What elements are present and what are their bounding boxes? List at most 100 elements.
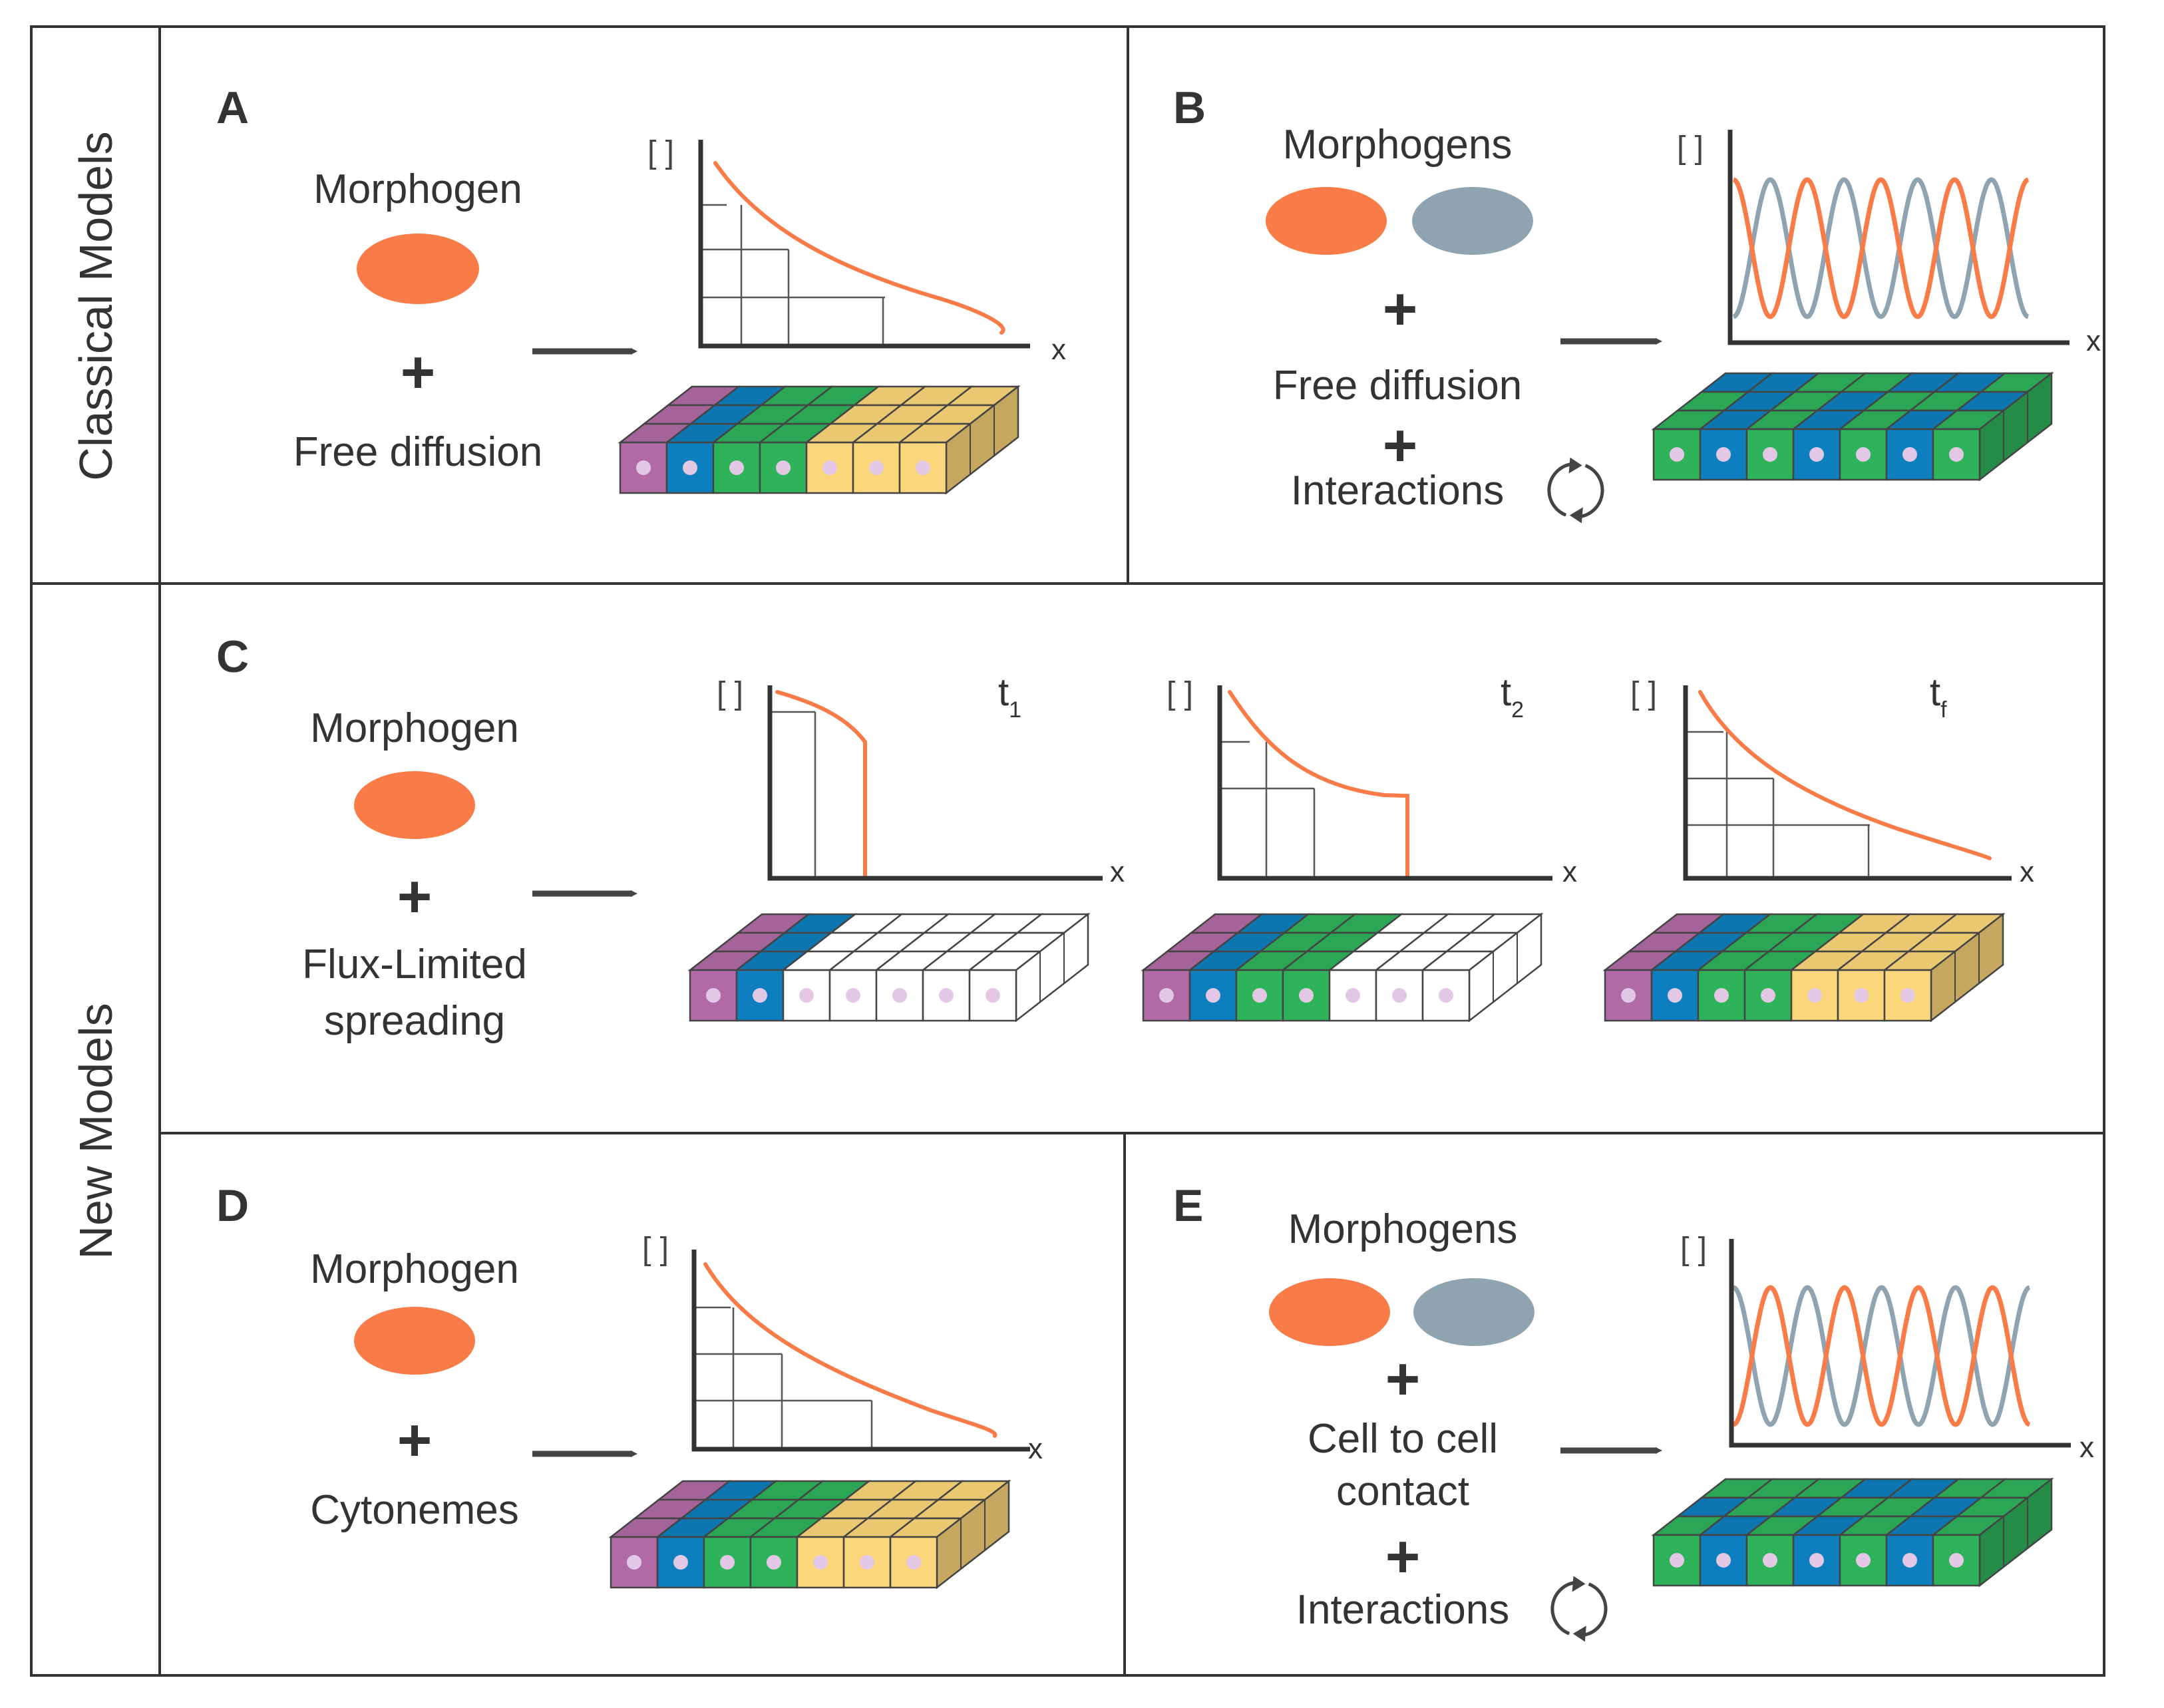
morphogen-orange-ellipse [1266, 187, 1387, 255]
cell-nucleus [986, 988, 1000, 1003]
cycle-arrowhead [1572, 1576, 1586, 1592]
panel-a: A Morphogen + Free diffusion [ ] x [216, 83, 1066, 495]
cycle-arc [1583, 1582, 1608, 1637]
plus-sign: + [397, 864, 433, 930]
orange-morphogen-wave [1733, 1285, 2030, 1427]
cell-nucleus [1621, 988, 1636, 1003]
panel-b-diffusion-label: Free diffusion [1273, 363, 1523, 409]
gradient-plot-t2 [1217, 685, 1552, 881]
concentration-curve [1698, 690, 1992, 860]
axes [767, 685, 1103, 881]
concentration-curve [703, 1262, 997, 1438]
cell [898, 441, 948, 494]
cycle-icon [1547, 457, 1604, 524]
cycle-arc [1547, 462, 1572, 517]
time-label-t1: t1 [998, 671, 1021, 723]
plus-sign: + [401, 339, 436, 406]
cell-nucleus [1159, 988, 1174, 1003]
cycle-icon [1550, 1576, 1608, 1642]
cell-nucleus [1670, 447, 1684, 462]
morphogen-orange-ellipse [354, 1307, 475, 1375]
axes [698, 140, 1030, 349]
gradient-plot [698, 140, 1030, 349]
cell-nucleus [1949, 447, 1964, 462]
cell-nucleus [906, 1555, 921, 1570]
cell-nucleus [939, 988, 954, 1003]
axes [1729, 1239, 2071, 1448]
panel-letter-e: E [1173, 1180, 1203, 1231]
gradient-plot-t1 [767, 685, 1103, 881]
axes [1683, 685, 2012, 881]
panel-d-morphogen-label: Morphogen [310, 1246, 519, 1292]
panel-c: C Morphogen + Flux-Limited spreading [ ]… [216, 631, 2034, 1044]
cell-nucleus [1854, 988, 1869, 1003]
plus-sign: + [397, 1407, 433, 1474]
cycle-arrowhead [1572, 1625, 1586, 1642]
gray-morphogen-wave [1733, 1285, 2030, 1427]
cell-nucleus [706, 988, 721, 1003]
panel-e-contact-label-2: contact [1336, 1468, 1469, 1514]
gradient-plot-tf [1683, 685, 2012, 881]
cell-tissue-tf [1602, 912, 2006, 1023]
panel-letter-c: C [216, 631, 249, 682]
cell-nucleus [860, 1555, 874, 1570]
cell-nucleus [1714, 988, 1729, 1003]
cell-nucleus [776, 460, 791, 475]
cell-nucleus [636, 460, 651, 475]
cell-nucleus [1763, 1553, 1777, 1568]
y-axis-label: [ ] [1167, 676, 1193, 711]
concentration-curve [775, 690, 867, 879]
plus-sign: + [1383, 413, 1418, 479]
x-axis-label: x [1051, 333, 1066, 366]
cell-nucleus [1392, 988, 1407, 1003]
gray-morphogen-wave [1733, 177, 2029, 319]
y-axis-label: [ ] [1680, 1232, 1707, 1267]
cell-nucleus [1856, 1553, 1871, 1568]
plus-sign: + [1385, 1346, 1421, 1413]
cell-nucleus [753, 988, 767, 1003]
morphogen-gray-ellipse [1412, 187, 1533, 255]
y-axis-label: [ ] [717, 676, 743, 711]
y-axis-label: [ ] [1630, 676, 1657, 711]
cell-nucleus [1900, 988, 1915, 1003]
cell [828, 969, 878, 1022]
panel-letter-b: B [1173, 83, 1206, 133]
panel-d: D Morphogen + Cytonemes [ ] x [216, 1180, 1043, 1590]
cell-nucleus [1809, 1553, 1824, 1568]
panel-letter-a: A [216, 83, 249, 133]
cell-nucleus [846, 988, 860, 1003]
axes [1217, 685, 1552, 881]
panel-c-mechanism-label-1: Flux-Limited [302, 941, 527, 987]
cell-nucleus [720, 1555, 735, 1570]
cell-nucleus [799, 988, 814, 1003]
cell-nucleus [683, 460, 697, 475]
cell-nucleus [1902, 1553, 1917, 1568]
panel-c-mechanism-label-2: spreading [324, 998, 505, 1044]
cell-tissue [608, 1479, 1011, 1590]
cell-nucleus [1856, 447, 1871, 462]
cell-tissue-t2 [1141, 912, 1544, 1023]
x-axis-label: x [2079, 1431, 2094, 1464]
cell-tissue [1651, 371, 2054, 482]
x-axis-label: x [1562, 856, 1577, 888]
oscillation-plot [1729, 1239, 2071, 1448]
cell-nucleus [1716, 447, 1731, 462]
cycle-arc [1580, 464, 1604, 518]
frame-lines [30, 25, 2105, 1677]
cell-nucleus [1346, 988, 1360, 1003]
panel-b-morphogens-label: Morphogens [1283, 122, 1513, 168]
row-label-new: New Models [70, 1003, 122, 1259]
oscillation-plot [1727, 130, 2070, 345]
panel-b-interactions-label: Interactions [1291, 468, 1505, 514]
panel-d-mechanism-label: Cytonemes [310, 1487, 519, 1533]
panel-e-morphogens-label: Morphogens [1288, 1206, 1518, 1252]
time-label-tf: tf [1930, 671, 1947, 723]
cell-tissue [1651, 1477, 2054, 1588]
cycle-arrowhead [1568, 457, 1582, 474]
panel-letter-d: D [216, 1180, 249, 1231]
cell-nucleus [1252, 988, 1267, 1003]
cell-nucleus [916, 460, 930, 475]
cell [922, 969, 971, 1022]
